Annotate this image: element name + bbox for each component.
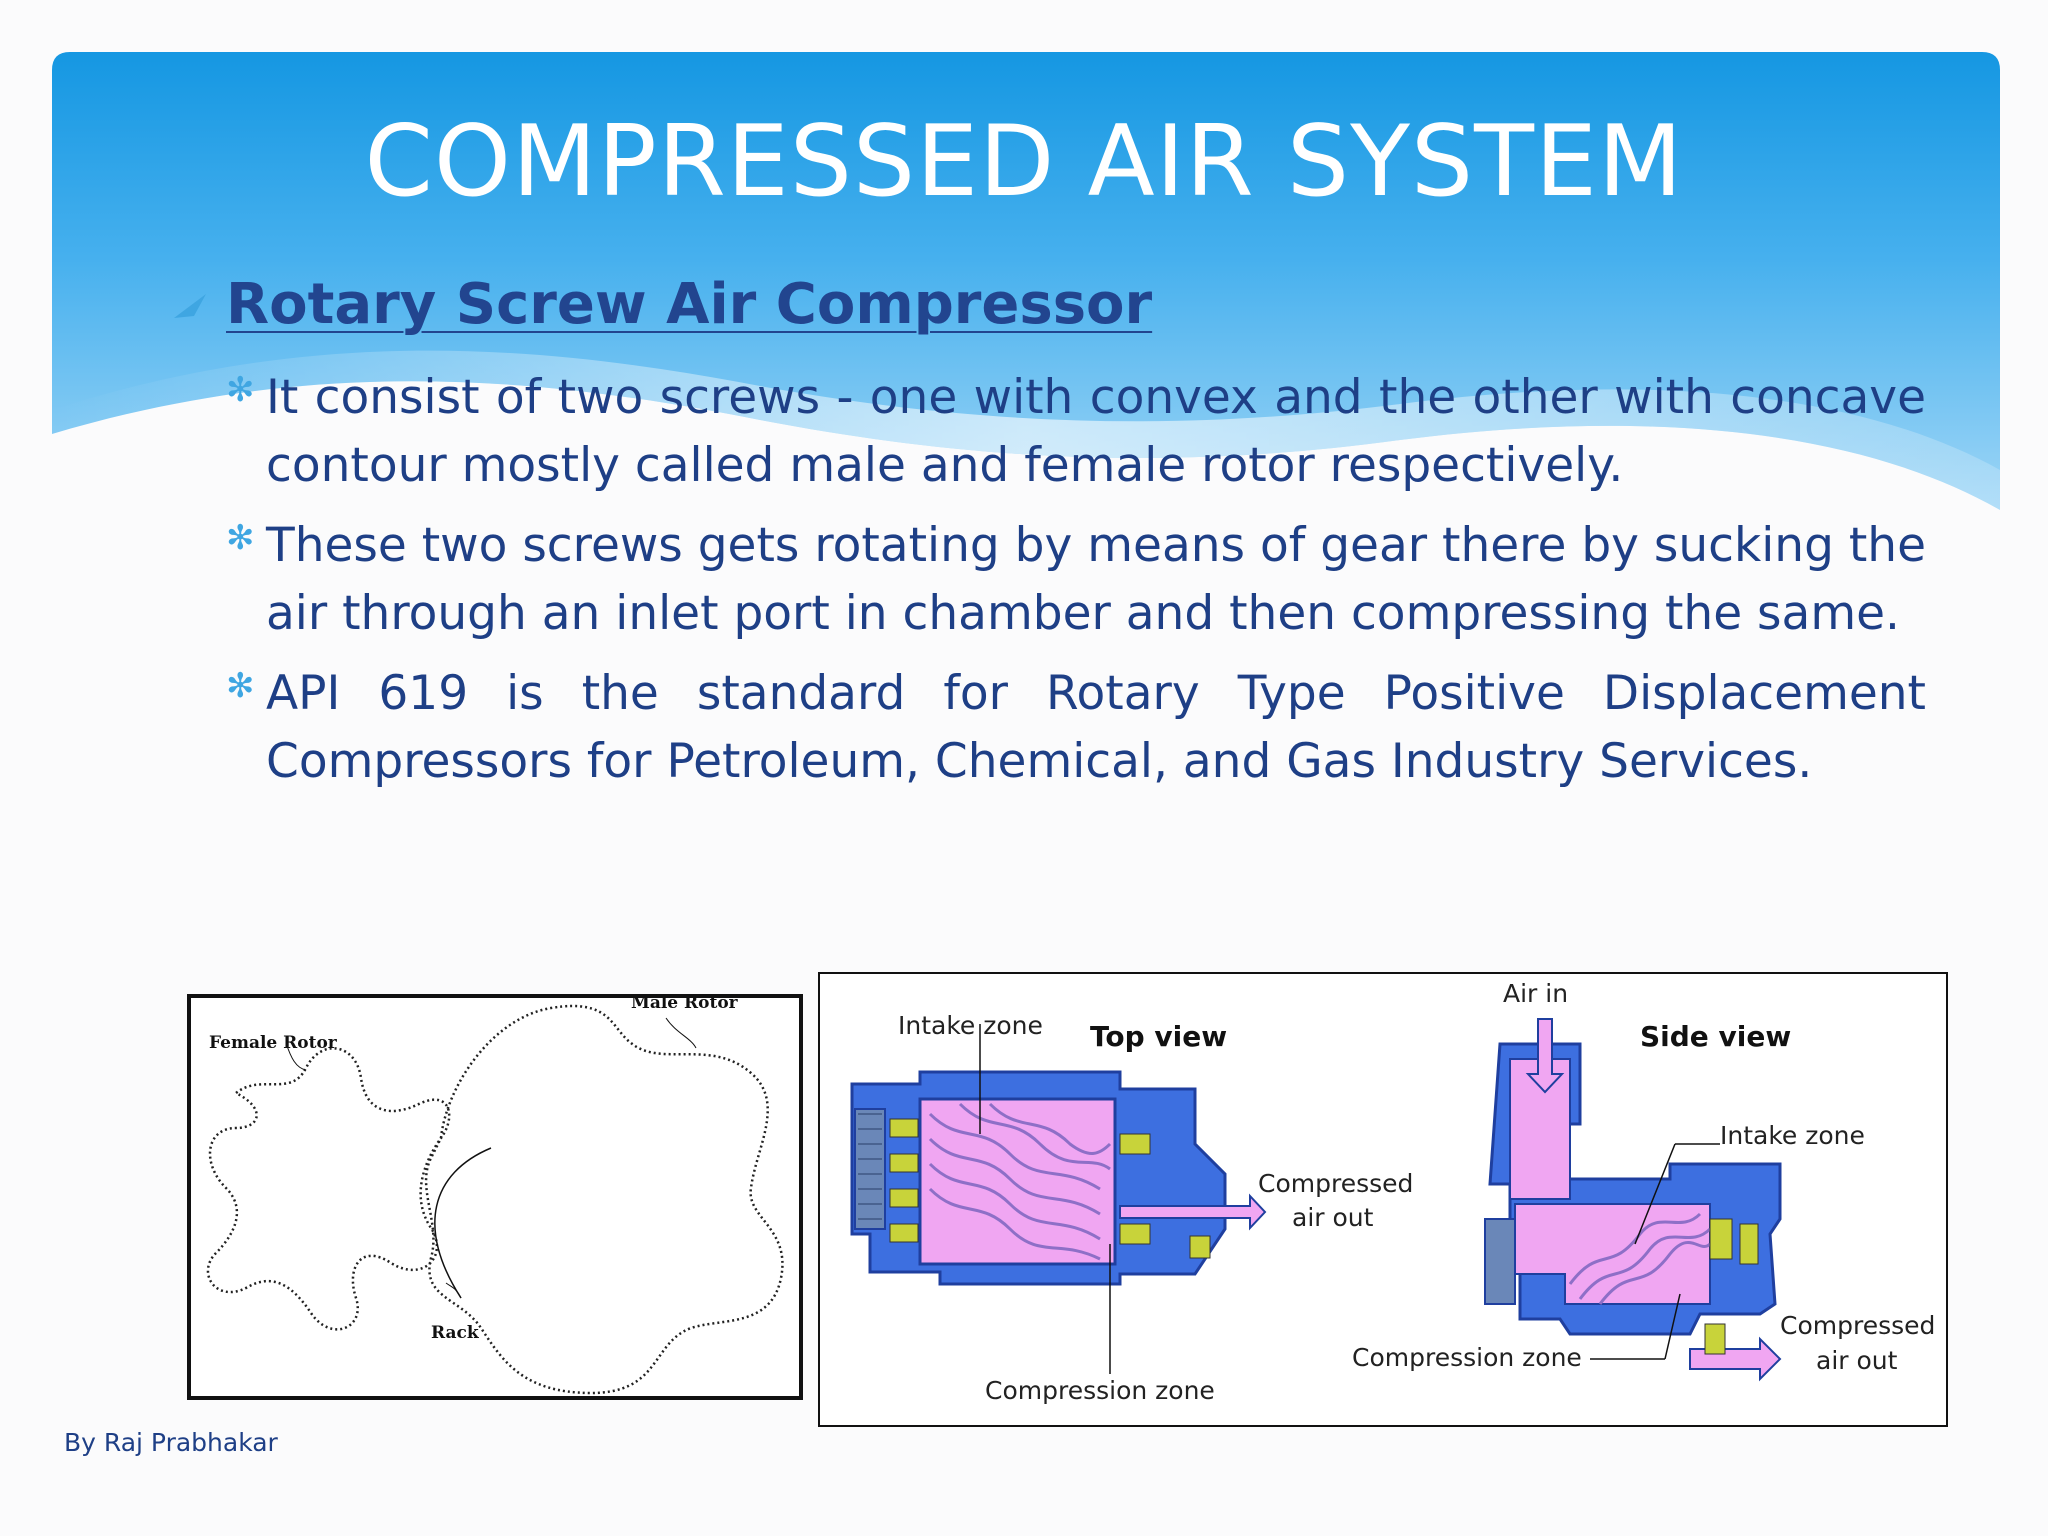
asterisk-bullet-icon: ✻ (226, 518, 255, 558)
top-view-label: Top view (1090, 1020, 1227, 1053)
compressed-air-out-side-1: Compressed (1780, 1311, 1935, 1340)
female-rotor-label: Female Rotor (209, 1033, 338, 1053)
compressor-views-diagram: Intake zone Top view Compressed air out … (850, 979, 1935, 1405)
compressed-air-out-top-2: air out (1292, 1203, 1374, 1232)
male-rotor-label: Male Rotor (631, 998, 739, 1013)
compression-zone-top-label: Compression zone (985, 1376, 1215, 1405)
bullet-text: It consist of two screws - one with conv… (266, 370, 1926, 493)
bullet-text: API 619 is the standard for Rotary Type … (266, 666, 1926, 789)
bullet-item: ✻ It consist of two screws - one with co… (226, 364, 1926, 500)
compression-zone-side-label: Compression zone (1352, 1343, 1582, 1372)
author-credit: By Raj Prabhakar (64, 1428, 278, 1457)
male-rotor-outline (424, 1004, 784, 1395)
section-heading: Rotary Screw Air Compressor (226, 272, 1153, 337)
rack-line (434, 1147, 492, 1299)
intake-zone-top-label: Intake zone (898, 1011, 1043, 1040)
compressed-air-out-top-1: Compressed (1258, 1169, 1413, 1198)
air-in-label: Air in (1503, 979, 1568, 1008)
rotor-profile-diagram: Male Rotor Female Rotor Rack (206, 993, 784, 1395)
bullet-item: ✻ These two screws gets rotating by mean… (226, 512, 1926, 648)
bullet-text: These two screws gets rotating by means … (266, 518, 1926, 641)
asterisk-bullet-icon: ✻ (226, 370, 255, 410)
compressed-air-out-side-2: air out (1816, 1346, 1898, 1375)
rack-label: Rack (431, 1323, 480, 1343)
side-view-drawing (1484, 1018, 1782, 1382)
intake-zone-side-label: Intake zone (1720, 1121, 1865, 1150)
rotor-profile-figure: Male Rotor Female Rotor Rack (187, 993, 803, 1400)
slide-title: COMPRESSED AIR SYSTEM (364, 105, 1684, 219)
arrow-bullet-icon (174, 293, 206, 318)
compressor-views-figure: Intake zone Top view Compressed air out … (818, 972, 1948, 1427)
asterisk-bullet-icon: ✻ (226, 666, 255, 706)
top-view-drawing (850, 1024, 1267, 1374)
female-rotor-outline (206, 1047, 451, 1331)
heading-row: Rotary Screw Air Compressor (172, 272, 1152, 337)
bullet-item: ✻ API 619 is the standard for Rotary Typ… (226, 660, 1926, 796)
bullet-list: ✻ It consist of two screws - one with co… (226, 364, 1926, 808)
side-view-label: Side view (1640, 1020, 1791, 1053)
